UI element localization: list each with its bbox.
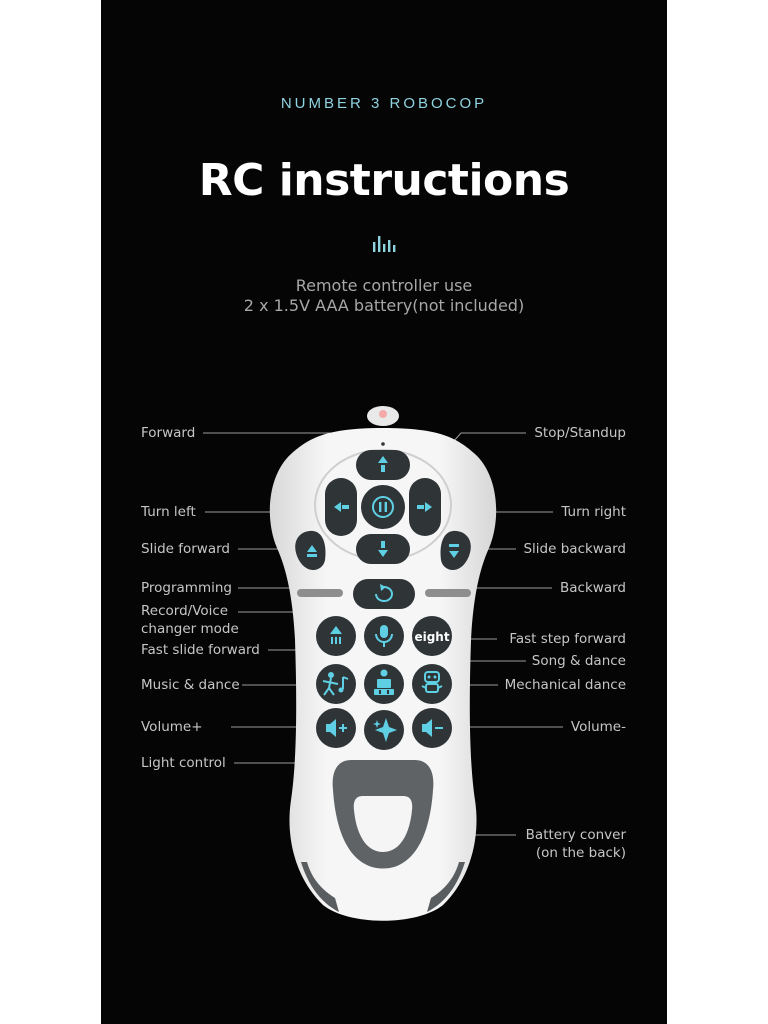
label-forward: Forward — [141, 425, 196, 441]
product-name: NUMBER 3 ROBOCOP — [280, 95, 488, 112]
label-slide-backward: Slide backward — [523, 541, 626, 557]
label-volume-down: Volume- — [570, 719, 626, 735]
label-stop-standup: Stop/Standup — [534, 425, 626, 441]
fast-slide-forward-button[interactable] — [316, 616, 356, 656]
label-light-control: Light control — [141, 755, 226, 771]
label-record-voice-2: changer mode — [141, 621, 239, 637]
battery-info-line2: 2 x 1.5V AAA battery(not included) — [243, 296, 525, 315]
record-voice-button[interactable] — [364, 616, 404, 656]
turn-right-button[interactable] — [409, 478, 441, 536]
slide-backward-button[interactable] — [440, 530, 471, 570]
label-music-dance: Music & dance — [141, 677, 240, 693]
song-dance-button[interactable] — [364, 664, 404, 704]
volume-down-button[interactable] — [412, 708, 452, 748]
label-programming: Programming — [141, 580, 232, 596]
label-fast-slide-forward: Fast slide forward — [141, 642, 260, 658]
music-dance-button[interactable] — [316, 664, 356, 704]
label-slide-forward: Slide forward — [141, 541, 230, 557]
label-turn-right: Turn right — [561, 504, 626, 520]
instruction-panel: NUMBER 3 ROBOCOP RC instructions Remote … — [101, 0, 667, 1024]
fast-step-forward-button[interactable]: eight — [412, 616, 452, 656]
fast-step-button-label: eight — [414, 630, 449, 644]
volume-up-button[interactable] — [316, 708, 356, 748]
label-battery-cover-2: (on the back) — [535, 845, 626, 861]
battery-cover — [332, 760, 434, 869]
light-control-button[interactable] — [364, 710, 404, 750]
equalizer-icon — [373, 236, 396, 252]
forward-button[interactable] — [356, 450, 410, 480]
slide-forward-button[interactable] — [295, 530, 326, 570]
label-volume-up: Volume+ — [141, 719, 203, 735]
page-title: RC instructions — [198, 155, 570, 206]
remote-controller: eight — [203, 406, 563, 921]
label-turn-left: Turn left — [141, 504, 196, 520]
stop-button[interactable] — [361, 485, 405, 529]
label-fast-step-forward: Fast step forward — [509, 631, 626, 647]
label-record-voice-1: Record/Voice — [141, 603, 229, 619]
turn-left-button[interactable] — [325, 478, 357, 536]
label-mechanical-dance: Mechanical dance — [504, 677, 626, 693]
mechanical-dance-button[interactable] — [412, 664, 452, 704]
backward-button[interactable] — [356, 534, 410, 564]
label-battery-cover-1: Battery conver — [525, 827, 626, 843]
label-backward: Backward — [560, 580, 626, 596]
programming-button[interactable] — [353, 579, 415, 609]
label-song-dance: Song & dance — [531, 653, 626, 669]
battery-info-line1: Remote controller use — [295, 276, 473, 295]
